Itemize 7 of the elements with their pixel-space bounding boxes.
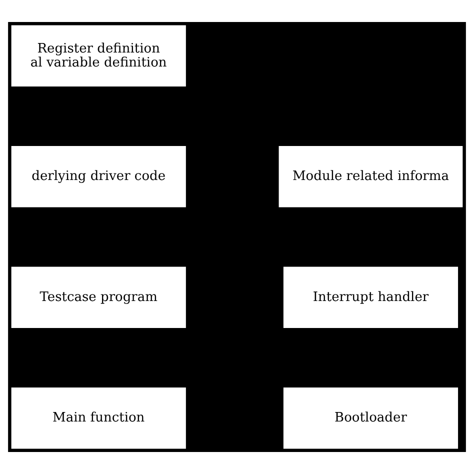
node-box: Register definition al variable definition (11, 25, 186, 87)
node-box: Module related informa (278, 146, 463, 208)
node-box: Main function (11, 387, 186, 449)
node-box: Bootloader (283, 387, 458, 449)
node-box: derlying driver code (11, 146, 186, 208)
node-box: Testcase program (11, 266, 186, 328)
node-box: Interrupt handler (283, 266, 458, 328)
